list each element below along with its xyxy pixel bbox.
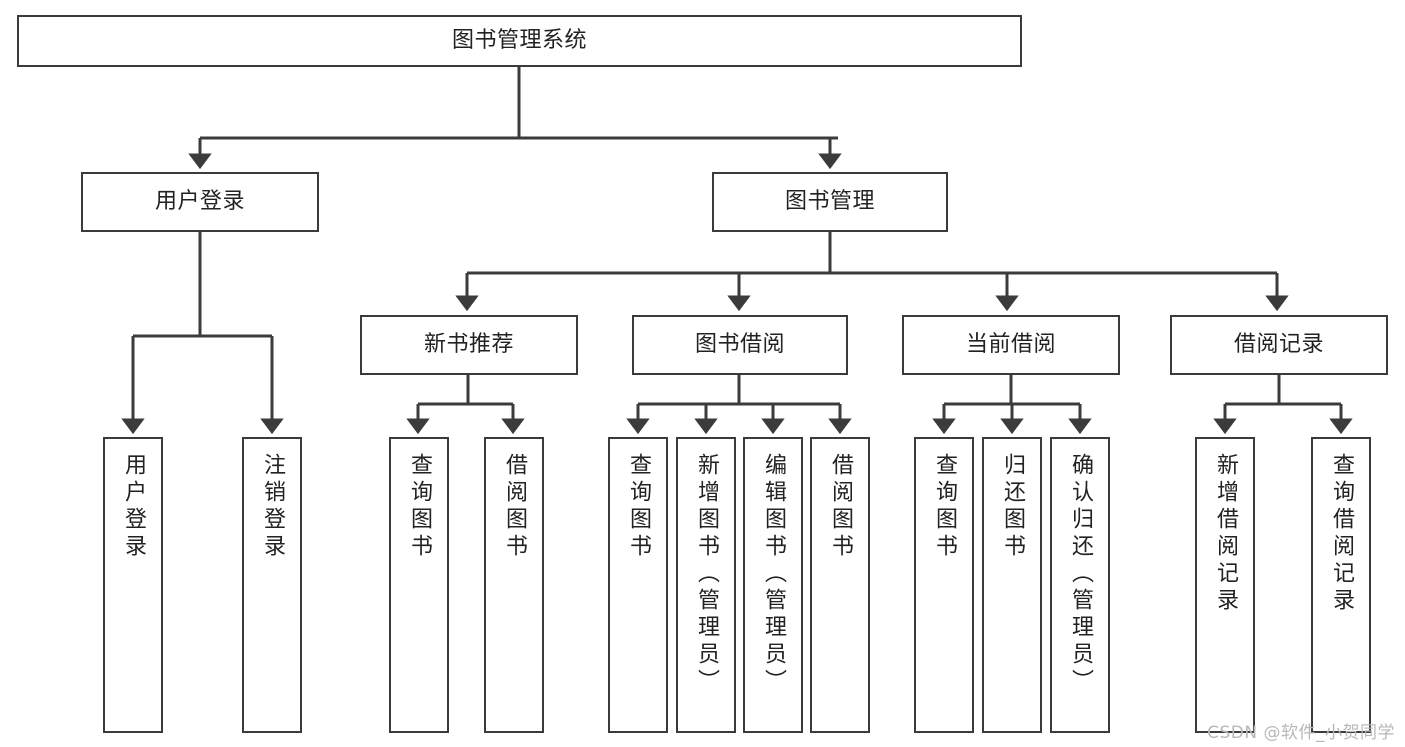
node-leaf-confirm-return-admin-label: 确认归还（管理员）: [1068, 453, 1093, 696]
node-leaf-user-login[interactable]: 用户登录: [103, 437, 163, 733]
node-book-manage-label: 图书管理: [784, 189, 875, 215]
node-leaf-query-book-current-label: 查询图书: [932, 453, 957, 561]
node-new-book-recommend[interactable]: 新书推荐: [360, 315, 578, 375]
node-leaf-borrow-book-rec-label: 借阅图书: [502, 453, 527, 561]
node-leaf-query-book-current[interactable]: 查询图书: [914, 437, 974, 733]
node-leaf-user-logout-label: 注销登录: [260, 453, 285, 561]
node-user-login-label: 用户登录: [154, 189, 245, 215]
node-root-label: 图书管理系统: [451, 28, 587, 54]
node-leaf-edit-book-admin[interactable]: 编辑图书（管理员）: [743, 437, 803, 733]
node-leaf-return-book-label: 归还图书: [1000, 453, 1025, 561]
node-leaf-borrow-book-rec[interactable]: 借阅图书: [484, 437, 544, 733]
node-leaf-user-logout[interactable]: 注销登录: [242, 437, 302, 733]
node-leaf-user-login-label: 用户登录: [121, 453, 146, 561]
node-book-borrow-label: 图书借阅: [694, 332, 785, 358]
node-leaf-edit-book-admin-label: 编辑图书（管理员）: [761, 453, 786, 696]
node-leaf-confirm-return-admin[interactable]: 确认归还（管理员）: [1050, 437, 1110, 733]
node-current-borrow-label: 当前借阅: [965, 332, 1056, 358]
node-leaf-query-borrow-record-label: 查询借阅记录: [1329, 453, 1354, 615]
node-leaf-add-book-admin-label: 新增图书（管理员）: [694, 453, 719, 696]
node-book-manage[interactable]: 图书管理: [712, 172, 948, 232]
node-borrow-record[interactable]: 借阅记录: [1170, 315, 1388, 375]
csdn-watermark: CSDN @软件_小贺同学: [1207, 723, 1395, 743]
node-book-borrow[interactable]: 图书借阅: [632, 315, 848, 375]
node-leaf-add-borrow-record[interactable]: 新增借阅记录: [1195, 437, 1255, 733]
node-leaf-query-book-rec-label: 查询图书: [407, 453, 432, 561]
node-user-login[interactable]: 用户登录: [81, 172, 319, 232]
node-leaf-query-book-rec[interactable]: 查询图书: [389, 437, 449, 733]
node-leaf-query-borrow-record[interactable]: 查询借阅记录: [1311, 437, 1371, 733]
node-leaf-borrow-book[interactable]: 借阅图书: [810, 437, 870, 733]
node-leaf-add-book-admin[interactable]: 新增图书（管理员）: [676, 437, 736, 733]
node-root[interactable]: 图书管理系统: [17, 15, 1022, 67]
node-leaf-add-borrow-record-label: 新增借阅记录: [1213, 453, 1238, 615]
node-borrow-record-label: 借阅记录: [1233, 332, 1324, 358]
node-leaf-borrow-book-label: 借阅图书: [828, 453, 853, 561]
node-leaf-query-book-borrow-label: 查询图书: [626, 453, 651, 561]
node-leaf-return-book[interactable]: 归还图书: [982, 437, 1042, 733]
node-current-borrow[interactable]: 当前借阅: [902, 315, 1120, 375]
node-new-book-recommend-label: 新书推荐: [423, 332, 514, 358]
node-leaf-query-book-borrow[interactable]: 查询图书: [608, 437, 668, 733]
